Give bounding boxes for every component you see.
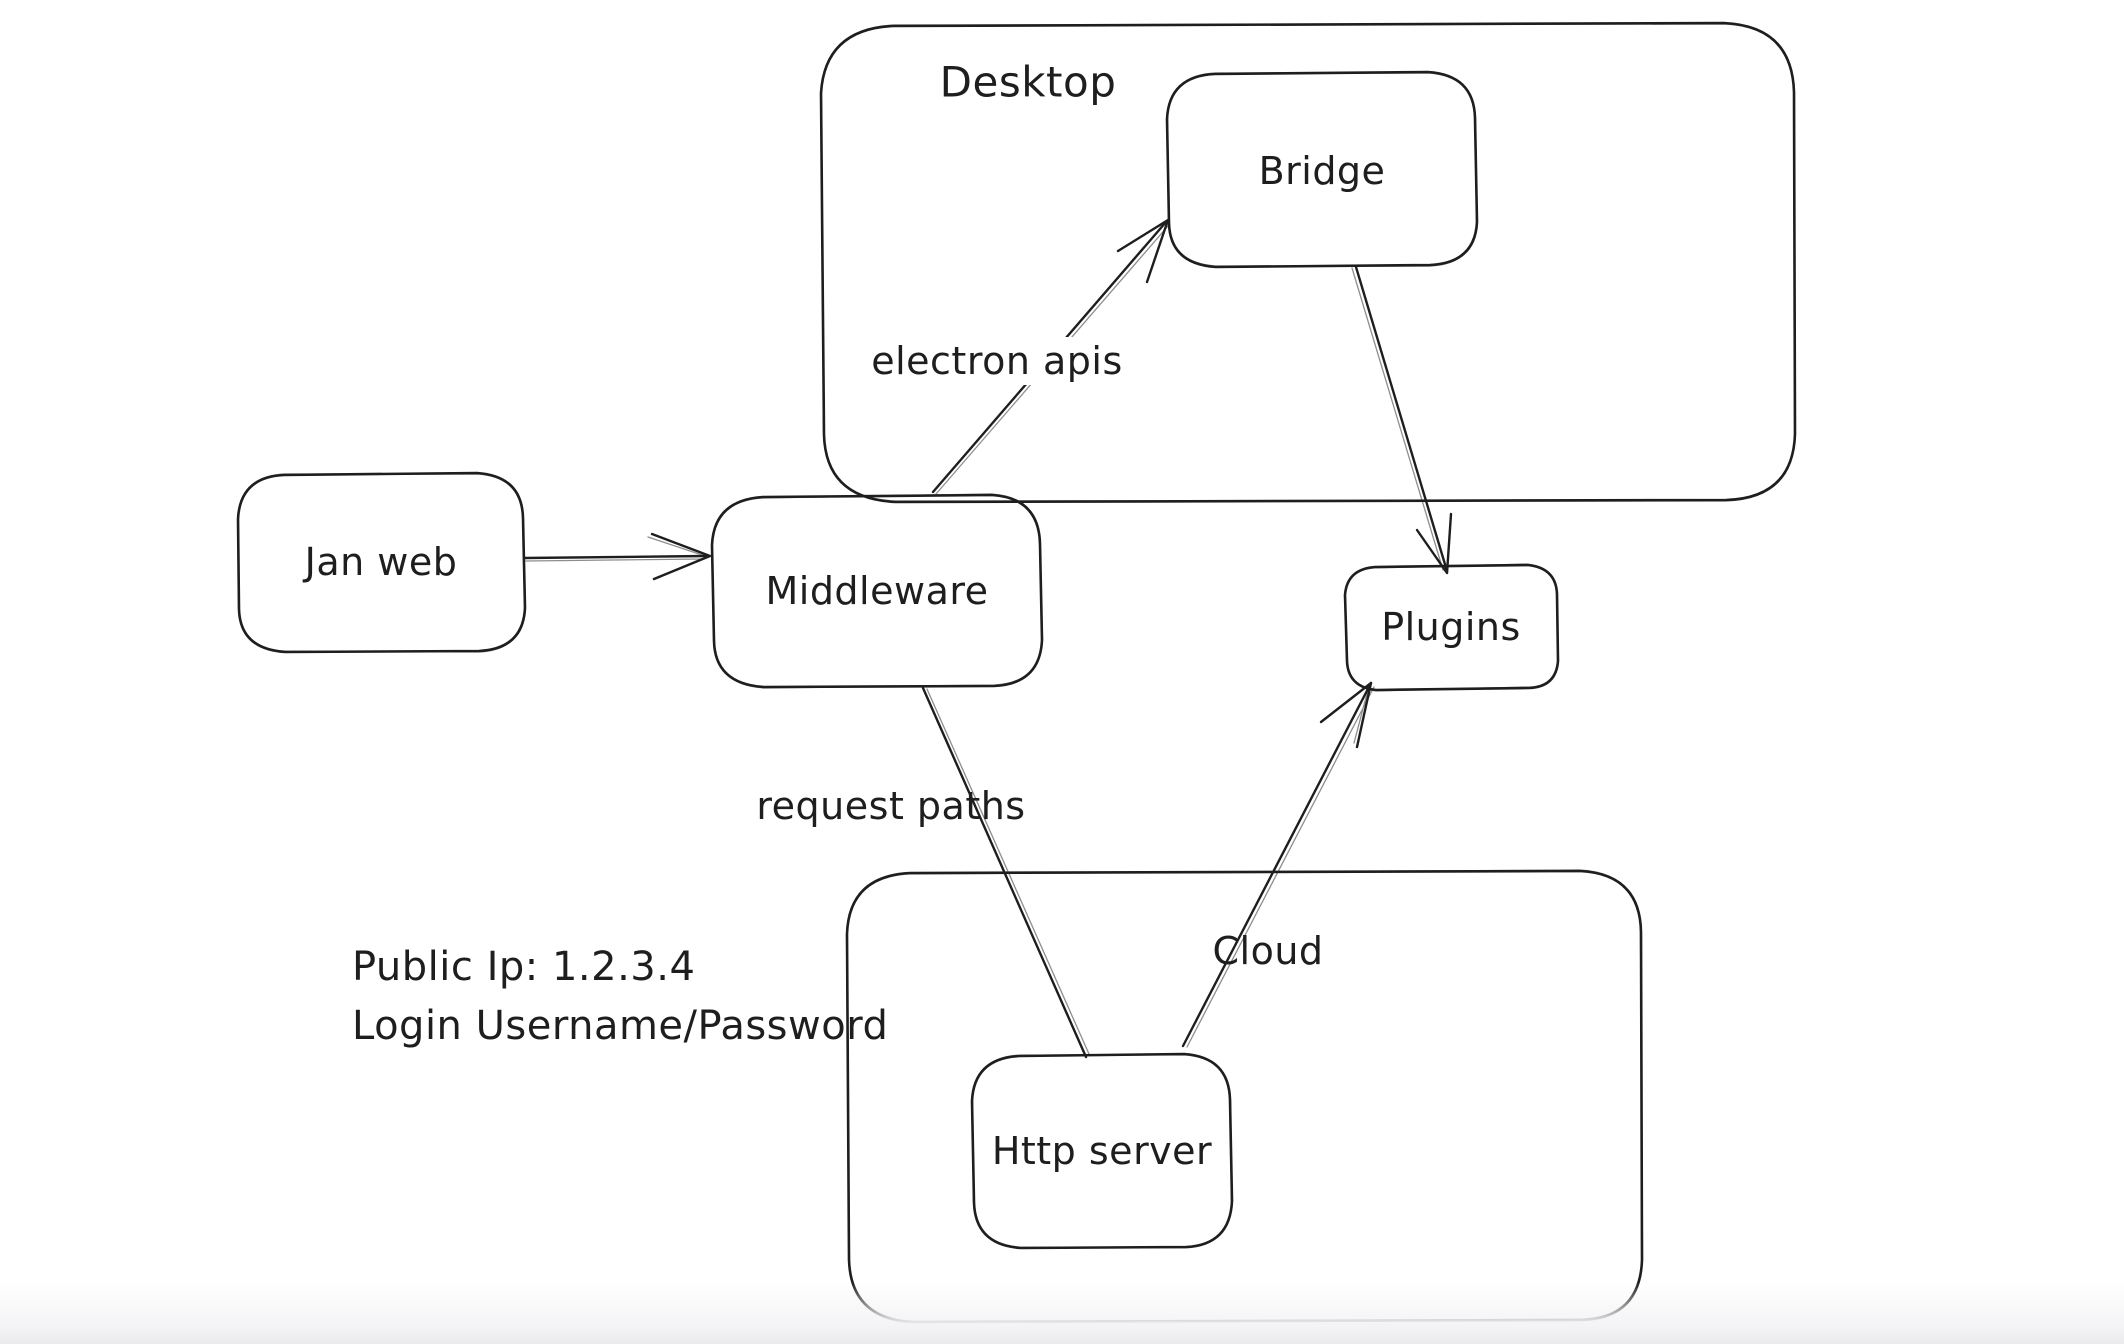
edge-jan-web-to-middleware[interactable] (523, 554, 708, 560)
public-ip-line: Public Ip: 1.2.3.4 (352, 944, 696, 990)
jan-web-label[interactable]: Jan web (304, 540, 458, 584)
request-paths-edge-label[interactable]: request paths (756, 784, 1026, 828)
login-credentials-line: Login Username/Password (352, 1003, 889, 1049)
bridge-label[interactable]: Bridge (1258, 149, 1386, 193)
edge-jan-web-to-middleware-echo (525, 536, 709, 562)
edge-bridge-to-plugins-echo (1351, 267, 1444, 571)
edge-http-server-to-plugins[interactable] (1181, 681, 1373, 1048)
electron-apis-edge-label[interactable]: electron apis (863, 337, 1131, 385)
edge-http-server-to-plugins-echo (1186, 685, 1375, 1048)
http-server-label[interactable]: Http server (991, 1129, 1213, 1173)
cloud-container-label[interactable]: Cloud (1212, 929, 1324, 973)
middleware-box-echo (710, 493, 1044, 689)
plugins-label[interactable]: Plugins (1381, 605, 1521, 649)
cloud-credentials-annotation[interactable]: Public Ip: 1.2.3.4 Login Username/Passwo… (352, 938, 888, 1056)
http-server-box-echo (971, 1054, 1233, 1249)
desktop-container-label[interactable]: Desktop (939, 57, 1117, 107)
middleware-label[interactable]: Middleware (765, 569, 989, 613)
bridge-box-echo (1166, 72, 1478, 267)
jan-web-box-echo (237, 473, 526, 653)
edge-jan-web-to-middleware-arrowhead[interactable] (650, 532, 712, 581)
edge-middleware-to-http-server-echo (926, 688, 1090, 1055)
plugins-box-echo (1343, 563, 1560, 692)
desktop-container-box-echo (820, 23, 1796, 502)
edge-bridge-to-plugins[interactable] (1354, 265, 1449, 573)
edge-http-server-to-plugins-arrowhead[interactable] (1319, 681, 1373, 749)
edge-middleware-to-http-server[interactable] (921, 686, 1088, 1059)
